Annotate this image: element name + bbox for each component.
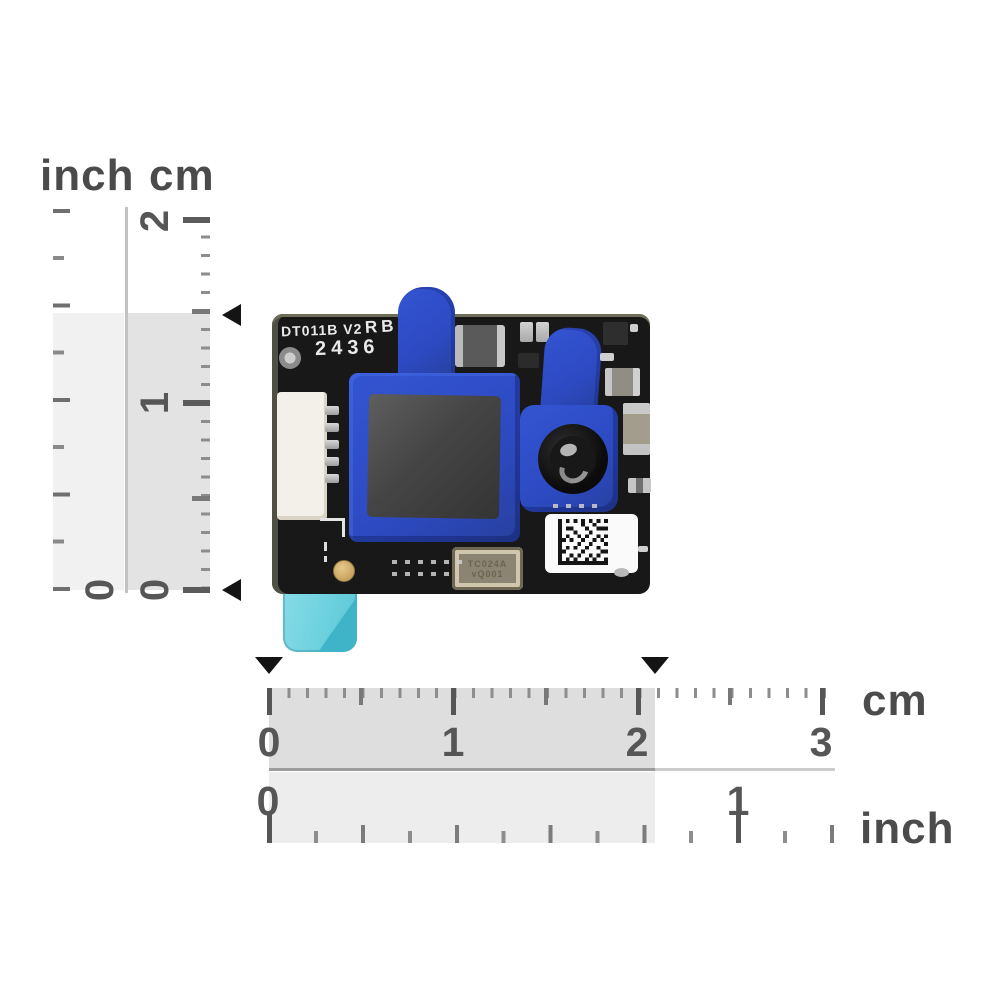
silkscreen-corner-bracket (320, 518, 345, 537)
transistor-chip (518, 353, 539, 368)
gold-pad (333, 560, 355, 582)
silkscreen-code-text: RB (364, 316, 399, 337)
vertical-cm-number-2: 2 (133, 209, 177, 233)
vertical-cm-tick-half-05 (192, 496, 210, 501)
connector-pin (325, 457, 339, 466)
bottom-ruler-cm-highlight-box (269, 688, 655, 770)
bottom-inch-ticks-short (314, 831, 789, 843)
bottom-cm-tick-0 (267, 688, 272, 715)
vertical-cm-number-1: 1 (133, 391, 177, 415)
vertical-cm-unit-label: cm (149, 151, 215, 200)
bottom-inch-number-0: 0 (256, 778, 280, 824)
bottom-cm-tick-1 (451, 688, 456, 715)
solder-dot (638, 546, 648, 552)
serial-sticker (545, 514, 638, 573)
pull-tab-fingerprint-icon (398, 287, 455, 379)
smd-ic-chip (603, 322, 628, 345)
sticker-nub (614, 568, 629, 577)
bottom-cm-tick-half-05 (359, 688, 363, 705)
smd-capacitor-large (623, 403, 650, 455)
silkscreen-batch-text: 2436 (314, 335, 380, 361)
lens-reflection-arc-icon (554, 450, 594, 489)
bottom-cm-tick-2 (636, 688, 641, 715)
solder-dot (630, 324, 638, 332)
solder-dash-row (553, 504, 605, 508)
solder-dash-row (392, 572, 452, 576)
connector-pin (325, 440, 339, 449)
bottom-cm-tick-half-25 (728, 688, 732, 705)
jst-connector (277, 392, 327, 520)
dimension-marker-board-right-icon (641, 657, 669, 674)
lens-module (520, 405, 618, 512)
solder-dot (600, 353, 614, 361)
bottom-cm-tick-3 (820, 688, 825, 715)
vertical-ruler-cm-highlight-box (128, 313, 210, 590)
connector-pin (325, 406, 339, 415)
smd-capacitor (605, 368, 640, 396)
dimension-marker-board-top-icon (222, 304, 241, 326)
datamatrix-code-icon (558, 519, 608, 565)
vertical-inch-number-0: 0 (78, 578, 122, 602)
camera-lens-pupil (550, 436, 596, 489)
fiducial-hole (279, 347, 301, 369)
bottom-inch-tick-1 (736, 813, 741, 843)
bottom-cm-number-0: 0 (257, 719, 281, 765)
dimension-marker-board-bottom-icon (222, 579, 241, 601)
bottom-cm-unit-label: cm (862, 676, 928, 725)
vertical-inch-ticks-short (53, 256, 64, 548)
oscillator-marking-line2: vQ001 (471, 568, 504, 579)
camera-lens (538, 424, 608, 494)
bottom-inch-unit-label: inch (860, 804, 955, 853)
vertical-cm-tick-1 (183, 400, 210, 406)
vertical-cm-tick-half-15 (192, 309, 210, 314)
oscillator-marking-line1: TC024A (467, 558, 508, 569)
solder-pad (520, 322, 533, 342)
connector-pin (325, 474, 339, 483)
vertical-cm-number-0: 0 (133, 578, 177, 602)
vertical-cm-tick-0 (183, 587, 210, 593)
bottom-cm-tick-half-15 (544, 688, 548, 705)
pcb-board-photo: DT011B V2 RB 2436 (272, 287, 651, 594)
silkscreen-tick (324, 556, 327, 562)
solder-pad (536, 322, 549, 342)
solder-dash-row (392, 560, 464, 564)
smd-resistor (628, 478, 651, 493)
vertical-ruler-divider (125, 207, 128, 593)
silkscreen-tick (324, 542, 327, 551)
bottom-cm-number-2: 2 (625, 719, 649, 765)
dimension-marker-board-left-icon (255, 657, 283, 674)
metal-can-component (455, 325, 505, 367)
oscillator-component: TC024A vQ001 (452, 547, 523, 590)
fingerprint-sensor-module (349, 373, 520, 542)
bottom-inch-number-1: 1 (726, 778, 750, 824)
bottom-cm-number-1: 1 (441, 719, 465, 765)
fingerprint-sensor-window (366, 393, 502, 520)
bottom-cm-ticks-minor (269, 688, 827, 698)
bottom-cm-number-3: 3 (809, 719, 833, 765)
bottom-inch-tick-0 (267, 813, 272, 843)
vertical-cm-tick-2 (183, 217, 210, 223)
bottom-ruler-divider (269, 768, 835, 771)
vertical-inch-unit-label: inch (40, 151, 135, 200)
connector-pin (325, 423, 339, 432)
pull-tab-lens-icon (540, 326, 603, 416)
